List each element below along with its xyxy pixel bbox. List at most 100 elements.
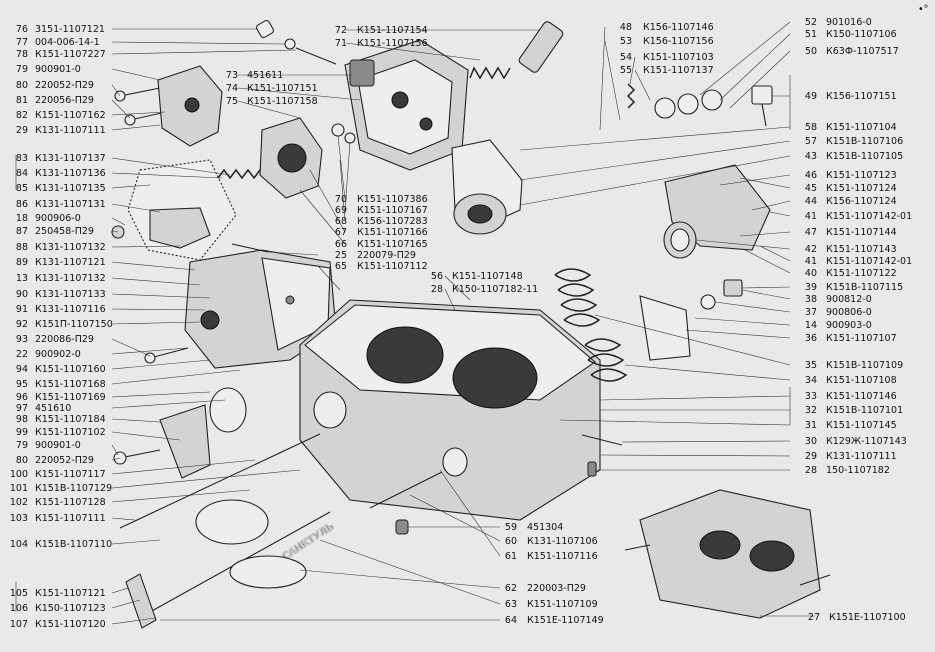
part-num: 99 (16, 427, 28, 438)
assembled-carburetor (624, 489, 831, 619)
part-num: 75 (226, 96, 238, 107)
part-num: 78 (16, 49, 28, 60)
part-code: К63Ф-1107517 (826, 46, 899, 57)
part-code: К151-1107154 (357, 25, 428, 36)
part-code: 451610 (35, 403, 71, 414)
part-num: 74 (226, 83, 238, 94)
part-num: 32 (805, 405, 817, 416)
part-num: 91 (16, 304, 28, 315)
screw-80b (113, 449, 161, 465)
part-code: К151-1107142-01 (826, 211, 912, 222)
part-code: К151-1107169 (35, 392, 106, 403)
part-code: К131-1107136 (35, 168, 106, 179)
part-num: 36 (805, 333, 817, 344)
part-num: 80 (16, 455, 28, 466)
part-code: К151-1107102 (35, 427, 106, 438)
part-code: К151-1107156 (357, 38, 428, 49)
part-code: К151-1107123 (826, 170, 897, 181)
part-num: 105 (10, 588, 28, 599)
choke-lever-58 (451, 139, 523, 235)
part-code: К151-1107166 (357, 227, 428, 238)
part-num: 79 (16, 64, 28, 75)
part-code: К151-1107386 (357, 194, 428, 205)
lever-36 (639, 295, 691, 361)
part-code: К129Ж-1107143 (826, 436, 907, 447)
part-code: 451304 (527, 522, 563, 533)
screw-93 (144, 347, 189, 364)
part-num: 103 (10, 513, 28, 524)
spring-big-35 (554, 268, 601, 327)
callout-lines (15, 21, 791, 625)
part-num: 55 (620, 65, 632, 76)
part-num: 69 (335, 205, 347, 216)
part-num: 38 (805, 294, 817, 305)
part-num: 98 (16, 414, 28, 425)
part-num: 27 (808, 612, 820, 623)
part-num: 95 (16, 379, 28, 390)
part-num: 58 (805, 122, 817, 133)
part-num: 88 (16, 242, 28, 253)
part-code: К131-1107111 (35, 125, 106, 136)
part-code: К151-1107145 (826, 420, 897, 431)
part-num: 62 (505, 583, 517, 594)
part-code: К151-1107144 (826, 227, 897, 238)
part-code: 3151-1107121 (35, 24, 105, 35)
part-num: 48 (620, 22, 632, 33)
part-code: К151В-1107105 (826, 151, 903, 162)
labels-top-mid: 48 К156-1107146 53 К156-1107156 54 К151-… (620, 22, 714, 76)
part-num: 50 (805, 46, 817, 57)
part-code: 900901-0 (35, 64, 81, 75)
part-num: 56 (431, 271, 443, 282)
springs-54-55 (626, 83, 723, 119)
part-num: 43 (805, 151, 817, 162)
part-code: К151-1107121 (35, 588, 106, 599)
part-num: 79 (16, 440, 28, 451)
part-code: К151В-1107106 (826, 136, 903, 147)
part-code: 901016-0 (826, 17, 872, 28)
labels-right: 52 901016-0 51 К150-1107106 50 К63Ф-1107… (805, 17, 912, 476)
part-num: 57 (805, 136, 817, 147)
part-num: 39 (805, 282, 817, 293)
part-code: К131-1107111 (826, 451, 897, 462)
part-num: 80 (16, 80, 28, 91)
part-num: 51 (805, 29, 817, 40)
part-code: К151-1107158 (247, 96, 318, 107)
part-num: 40 (805, 268, 817, 279)
part-code: 900906-0 (35, 213, 81, 224)
part-num: 14 (805, 320, 817, 331)
part-code: 900812-0 (826, 294, 872, 305)
part-num: 61 (505, 551, 517, 562)
part-code: К131-1107132 (35, 273, 106, 284)
part-num: 84 (16, 168, 28, 179)
part-num: 18 (16, 213, 28, 224)
part-code: К151-1107124 (826, 183, 897, 194)
part-code: К156-1107283 (357, 216, 428, 227)
part-num: 46 (805, 170, 817, 181)
part-code: К131-1107132 (35, 242, 106, 253)
part-code: К151-1107167 (357, 205, 428, 216)
part-code: 220086-П29 (35, 334, 94, 345)
plunger-71 (469, 21, 564, 80)
part-num: 60 (505, 536, 517, 547)
part-code: К151В-1107101 (826, 405, 903, 416)
part-num: 96 (16, 392, 28, 403)
part-code: К151-1107103 (643, 52, 714, 63)
part-code: К156-1107146 (643, 22, 714, 33)
part-code: К150-1107182-11 (452, 284, 538, 295)
part-num: 104 (10, 539, 28, 550)
part-code: 220052-П29 (35, 455, 94, 466)
part-num: 28 (431, 284, 443, 295)
needle-78 (295, 47, 337, 65)
part-code: К151П-1107150 (35, 319, 113, 330)
part-num: 68 (335, 216, 347, 227)
part-code: К151-1107116 (527, 551, 598, 562)
part-num: 101 (10, 483, 28, 494)
part-num: 77 (16, 37, 28, 48)
part-num: 29 (16, 125, 28, 136)
part-num: 85 (16, 183, 28, 194)
part-code: 900903-0 (826, 320, 872, 331)
part-code: К151-1107162 (35, 110, 106, 121)
part-num: 65 (335, 261, 347, 272)
part-num: 34 (805, 375, 817, 386)
part-code: К150-1107123 (35, 603, 106, 614)
